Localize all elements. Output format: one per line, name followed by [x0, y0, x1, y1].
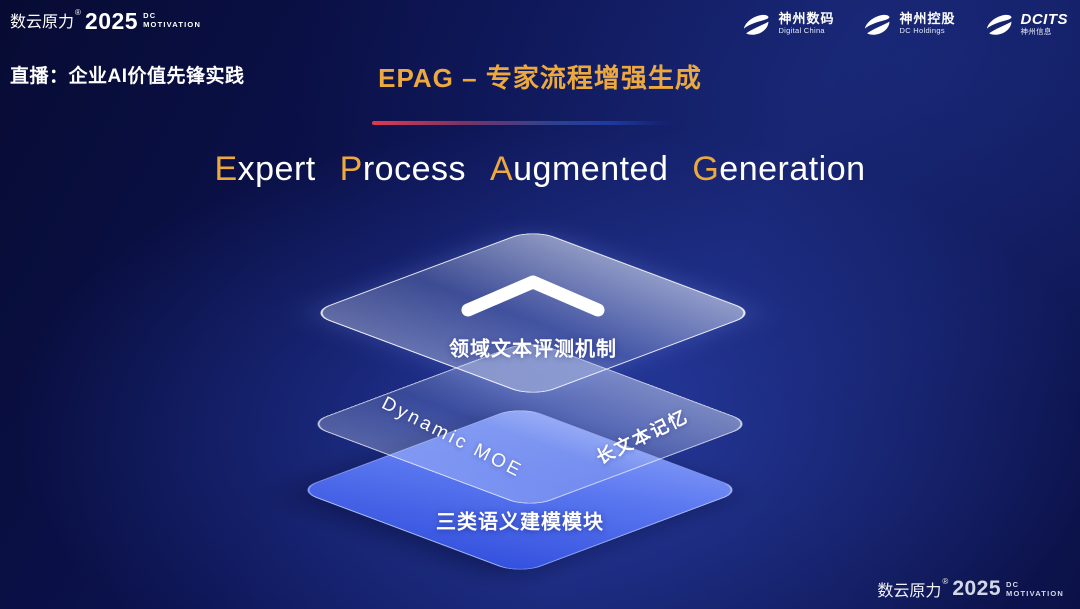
swoosh-logo-icon [986, 14, 1011, 35]
slide-title: EPAG – 专家流程增强生成 [378, 63, 702, 93]
brand-registered-mark: ® [75, 8, 81, 17]
brand-sub-top: DC [143, 11, 157, 20]
partner-logos: 神州数码 Digital China 神州控股 DC Holdings DCIT… [741, 9, 1068, 39]
main-headline: Expert Process Augmented Generation [0, 150, 1080, 189]
brand-year: 2025 [952, 577, 1002, 600]
live-stream-label: 直播：企业AI价值先锋实践 [10, 66, 245, 87]
gradient-divider [372, 121, 670, 125]
headline-word: Expert [214, 150, 316, 188]
brand-logo-bottom: 数云原力®2025 DC MOTIVATION [877, 577, 1064, 601]
brand-subtitle: DC MOTIVATION [143, 11, 201, 30]
headline-word: Process [339, 150, 466, 188]
swoosh-logo-icon [744, 14, 769, 35]
partner-text: 神州控股 DC Holdings [899, 11, 956, 36]
brand-registered-mark: ® [942, 577, 949, 586]
brand-sub-bottom: MOTIVATION [143, 20, 202, 30]
headline-word: Generation [692, 150, 866, 188]
brand-name: 数云原力 [10, 14, 75, 31]
partner-subname: Digital China [778, 26, 825, 36]
partner-digital-china: 神州数码 Digital China [741, 9, 834, 39]
partner-text: 神州数码 Digital China [778, 11, 835, 36]
partner-dc-holdings: 神州控股 DC Holdings [862, 9, 955, 39]
partner-text: DCITS 神州信息 [1021, 11, 1069, 37]
top-layer-label: 领域文本评测机制 [449, 338, 617, 361]
chevron-up-icon [461, 275, 605, 317]
bottom-layer-label: 三类语义建模模块 [436, 511, 604, 534]
partner-name: 神州数码 [778, 11, 835, 27]
partner-subname: 神州信息 [1020, 27, 1052, 37]
partner-subname: DC Holdings [899, 26, 945, 36]
brand-sub-bottom: MOTIVATION [1006, 589, 1064, 599]
partner-dcits: DCITS 神州信息 [984, 9, 1069, 39]
brand-year: 2025 [84, 8, 139, 34]
brand-logo-top: 数云原力®2025 DC MOTIVATION [10, 8, 201, 35]
brand-subtitle: DC MOTIVATION [1006, 580, 1064, 599]
partner-name: 神州控股 [899, 11, 956, 27]
brand-name: 数云原力 [877, 583, 942, 600]
headline-word: Augmented [489, 150, 669, 188]
partner-name: DCITS [1020, 11, 1068, 29]
swoosh-logo-icon [865, 14, 890, 35]
brand-sub-top: DC [1006, 580, 1020, 589]
